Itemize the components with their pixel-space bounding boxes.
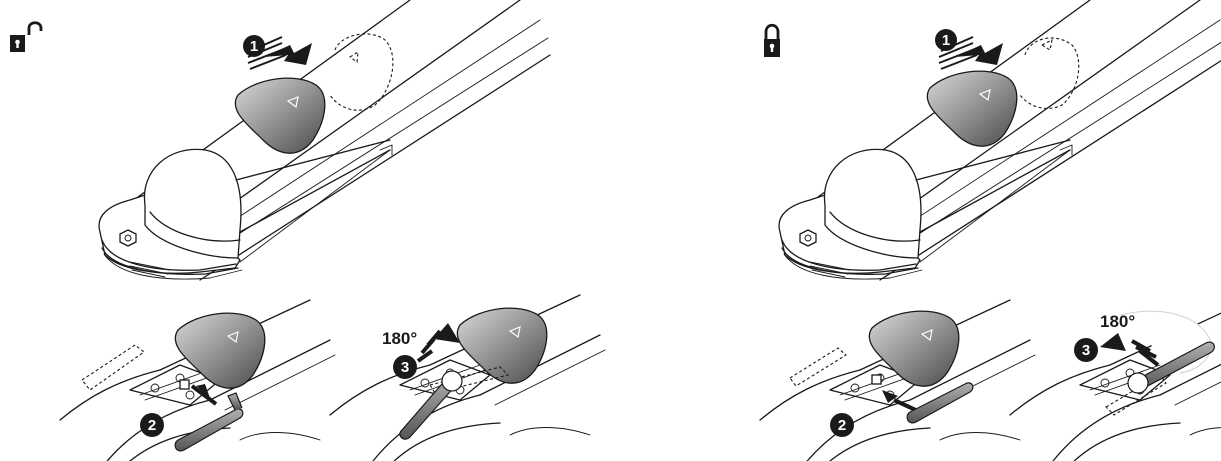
padlock-open-icon bbox=[10, 23, 41, 52]
release-key bbox=[907, 383, 973, 423]
panel-unlocked: 1 2 bbox=[10, 0, 605, 461]
step-badge-1: 1 bbox=[935, 29, 957, 51]
panel-locked: 1 2 bbox=[760, 0, 1221, 461]
rotation-angle-label: 180° bbox=[1100, 312, 1135, 331]
svg-text:2: 2 bbox=[148, 417, 156, 434]
svg-text:1: 1 bbox=[942, 32, 950, 49]
cover-previous-position bbox=[330, 34, 393, 110]
detail-insert-key: 2 bbox=[760, 300, 1035, 461]
operator-body bbox=[99, 0, 550, 280]
svg-text:3: 3 bbox=[1082, 342, 1090, 359]
detail-rotate-key: 3 180° bbox=[1010, 295, 1221, 461]
padlock-closed-icon bbox=[764, 25, 780, 57]
rotate-clockwise-arrow-icon bbox=[418, 323, 460, 361]
detail-rotate-key: 3 180° bbox=[330, 295, 605, 461]
svg-text:3: 3 bbox=[401, 359, 409, 376]
cover-previous-position bbox=[1020, 38, 1079, 108]
step-badge-1: 1 bbox=[243, 35, 265, 57]
detail-insert-key: 2 bbox=[60, 300, 335, 461]
release-cover bbox=[927, 71, 1016, 146]
rotation-angle-label: 180° bbox=[382, 329, 417, 348]
release-key bbox=[175, 409, 243, 451]
operator-body bbox=[779, 0, 1221, 280]
svg-text:1: 1 bbox=[250, 38, 258, 55]
release-cover bbox=[235, 78, 324, 153]
svg-text:2: 2 bbox=[838, 417, 846, 434]
